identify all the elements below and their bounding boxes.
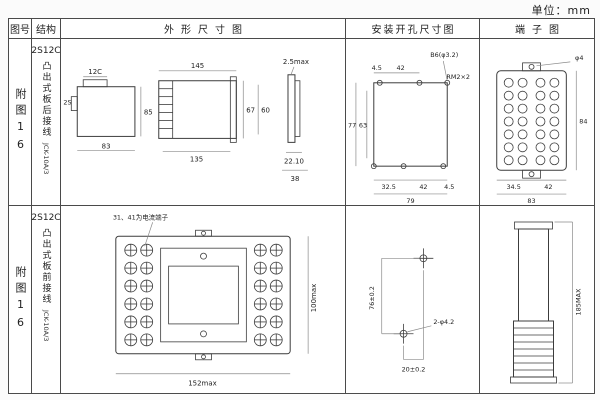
cell-terminal-row2: 185MAX [480,206,594,393]
label-thread-spec: RM2×2 [446,73,470,81]
header-outline: 外形尺寸图 [61,19,346,39]
relay-side-profile [510,221,573,384]
dim-install-top1: 4.5 [372,64,382,72]
drill-template [355,60,451,195]
cell-structure-row1: 2S12C 凸出式板后接线 JCK-10A/3 [32,39,61,206]
dim-hole-spacing-v: 76±0.2 [368,286,376,310]
label-hole-spec: B6(φ3.2) [430,51,458,59]
dim-install-bot1: 32.5 [382,183,396,191]
dim-install-top2: 42 [396,64,404,72]
dim-side-bottom: 135 [190,155,203,163]
relay-type: JCK-10A/3 [42,310,50,342]
figure-number: 附图16 [14,88,27,156]
dim-side-h2: 60 [261,107,270,115]
header-figure: 图号 [9,19,32,39]
dim-front-bottom: 83 [102,142,111,150]
cell-figure-row1: 附图16 [9,39,32,206]
dim-install-left1: 77 [348,121,356,129]
dim-install-total: 79 [406,197,414,205]
header-install: 安装开孔尺寸图 [346,19,480,39]
mount-type: 凸出式板后接线 [40,61,51,138]
header-structure: 结构 [32,19,61,39]
cell-install-row2: 76±0.2 2-φ4.2 20±0.2 [346,206,480,393]
cell-terminal-row1: φ4 84 34.5 42 83 [480,39,594,206]
cell-figure-row2: 附图16 [9,206,32,393]
label-hole-diameter: 2-φ4.2 [433,318,454,326]
cell-structure-row2: 2S12C 凸出式板前接线 JCK-10A/3 [32,206,61,393]
cell-install-row1: 4.5 42 B6(φ3.2) RM2×2 77 63 32.5 42 4.5 … [346,39,480,206]
front-view [70,76,142,151]
unit-label: 单位：mm [531,4,591,17]
outline-drawing-rear-wired: 12C 2S 85 83 145 135 67 60 2.5max 22.10 … [63,58,309,183]
dim-terminal-bot1: 34.5 [506,183,520,191]
dim-front-top: 12C [88,68,102,76]
dim-outline-width: 152max [188,380,216,388]
install-drilling-drawing-row2: 76±0.2 2-φ4.2 20±0.2 [368,248,454,373]
terminal-block [496,61,577,195]
dim-install-bot2: 42 [419,183,427,191]
mount-type: 凸出式板前接线 [40,228,51,305]
cell-outline-row2: 31、41为电流端子 152max 100max [61,206,346,393]
model-name: 2S12C [32,46,61,56]
dim-profile-d1: 22.10 [284,157,304,165]
outline-drawing-front-wired: 31、41为电流端子 152max 100max [113,212,318,388]
note-current-terminals: 31、41为电流端子 [113,212,169,221]
front-panel-view [115,222,309,375]
dim-hole-offset: 20±0.2 [402,365,426,373]
panel-profile-view [282,66,308,171]
dim-outline-height: 100max [310,284,318,312]
install-drilling-drawing-row1: 4.5 42 B6(φ3.2) RM2×2 77 63 32.5 42 4.5 … [348,51,470,205]
spec-table: 图号 结构 外形尺寸图 安装开孔尺寸图 端子图 附图16 2S12C 凸出式板后… [8,18,595,394]
figure-number: 附图16 [14,265,27,334]
dim-front-right: 85 [144,109,153,117]
relay-type: JCK-10A/3 [42,143,50,175]
model-name: 2S12C [32,213,61,223]
dim-install-left2: 63 [359,121,367,129]
dim-terminal-total: 83 [527,197,535,205]
dim-terminal-height: 84 [579,117,587,125]
dim-profile-d2: 38 [291,175,300,183]
dim-side-top: 145 [191,62,204,70]
terminal-side-view-row2: 185MAX [510,221,583,384]
dim-front-left: 2S [63,99,71,107]
dim-relay-height: 185MAX [575,288,583,315]
cell-outline-row1: 12C 2S 85 83 145 135 67 60 2.5max 22.10 … [61,39,346,206]
terminal-diagram-row1: φ4 84 34.5 42 83 [496,54,587,205]
dim-terminal-hole: φ4 [575,54,583,62]
dim-terminal-bot2: 42 [544,183,552,191]
dim-install-bot3: 4.5 [444,183,454,191]
header-terminal: 端子图 [480,19,594,39]
side-view [158,70,259,152]
dim-profile-top: 2.5max [283,58,309,66]
dim-side-h1: 67 [246,107,255,115]
drill-holes [381,248,434,360]
